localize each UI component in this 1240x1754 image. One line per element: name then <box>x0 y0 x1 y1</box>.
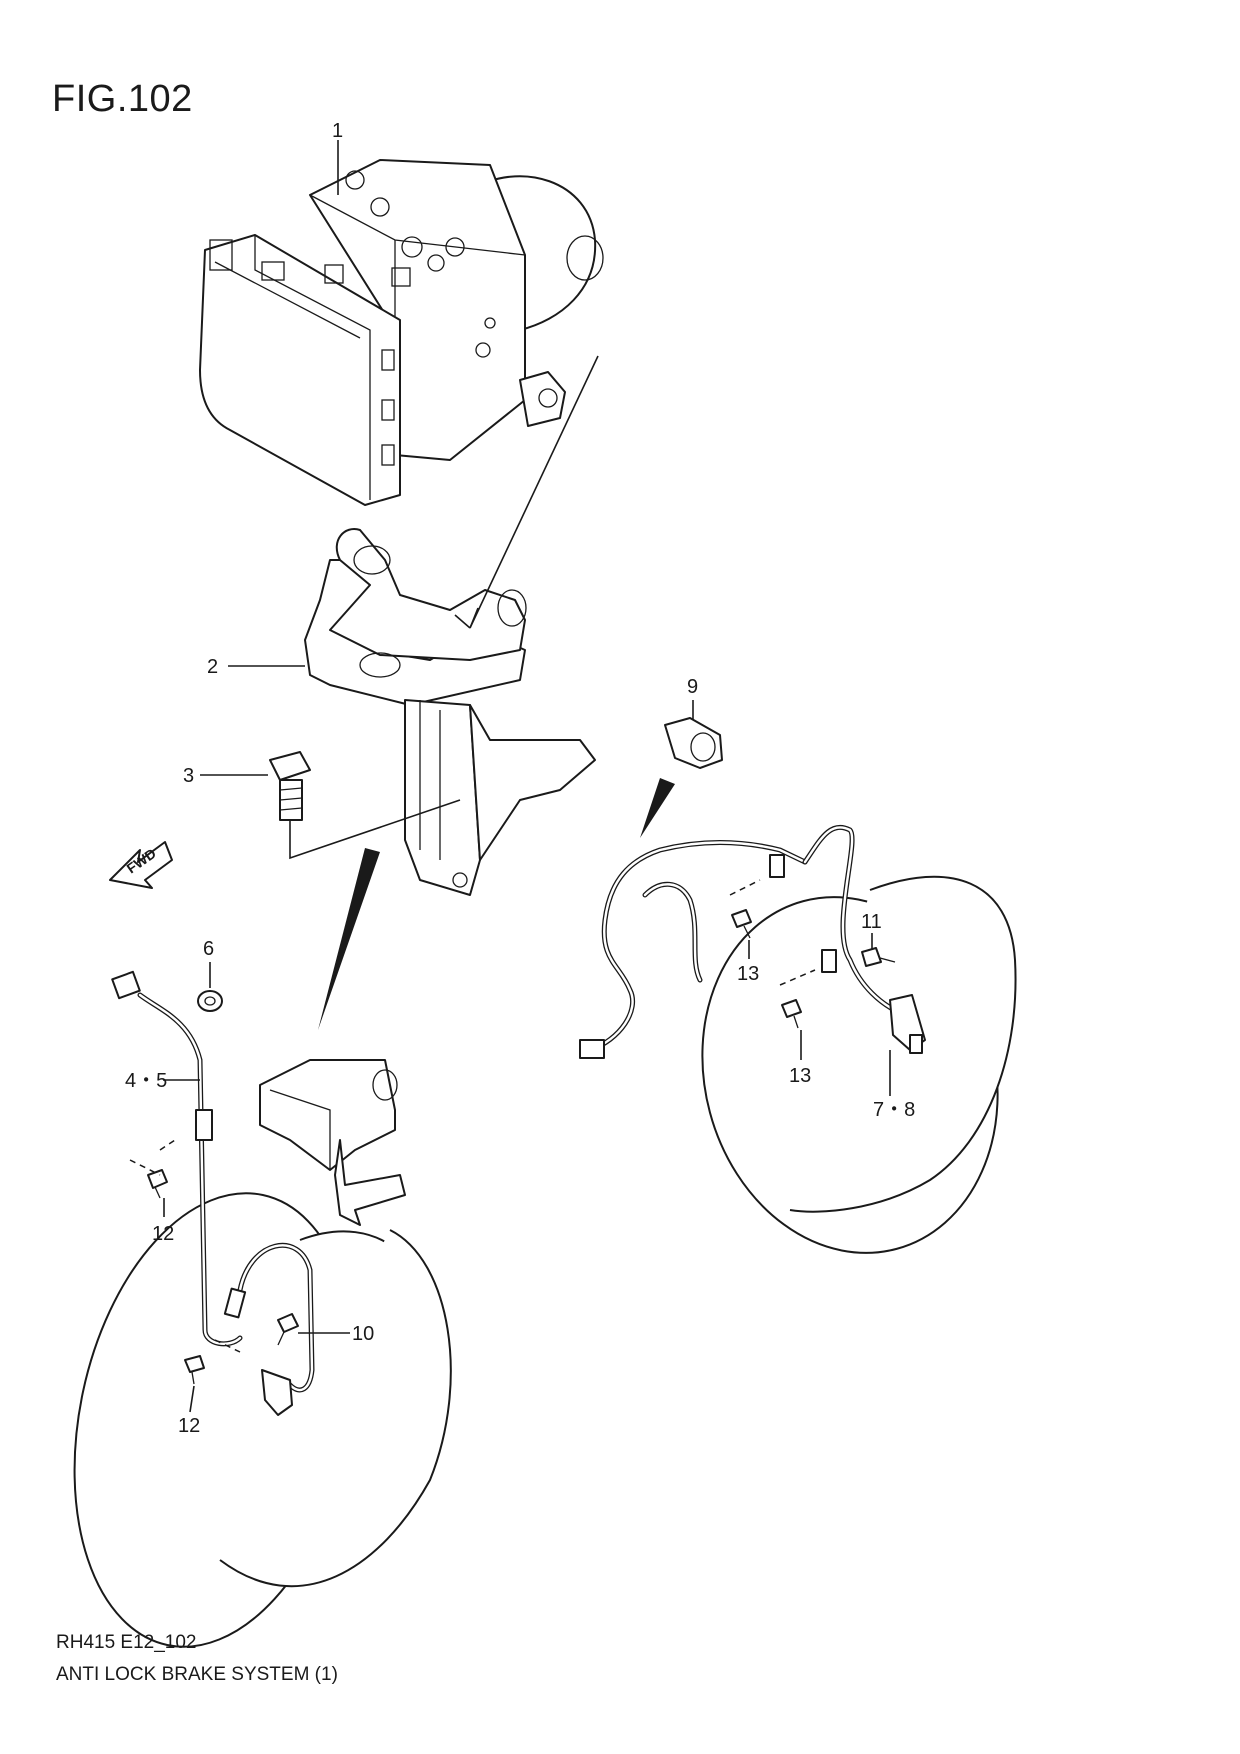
callout-4-5: 4・5 <box>125 1070 167 1092</box>
callout-9: 9 <box>687 676 698 698</box>
bolt-10[interactable] <box>277 1313 299 1346</box>
callout-12-upper: 12 <box>152 1223 174 1245</box>
rear-wheel-sensor-harness[interactable] <box>579 824 926 1059</box>
callout-3: 3 <box>183 765 194 787</box>
pointer-wedge-clamp <box>640 778 675 838</box>
callout-13-upper: 13 <box>737 963 759 985</box>
bolt-12-lower[interactable] <box>184 1355 205 1385</box>
harness-clamp[interactable] <box>664 717 723 769</box>
footer-figure-name: ANTI LOCK BRAKE SYSTEM (1) <box>56 1664 338 1685</box>
front-wheel-sensor-harness[interactable] <box>111 970 315 1416</box>
callout-10: 10 <box>352 1323 374 1345</box>
fwd-arrow-icon: FWD <box>109 841 173 889</box>
callout-13-lower: 13 <box>789 1065 811 1087</box>
bolt-13-lower[interactable] <box>781 999 802 1029</box>
abs-unit-reference-view <box>259 1059 406 1226</box>
callout-12-lower: 12 <box>178 1415 200 1437</box>
callout-6: 6 <box>203 938 214 960</box>
figure-title: FIG.102 <box>52 78 193 120</box>
callout-7-8: 7・8 <box>873 1099 915 1121</box>
abs-bracket[interactable] <box>304 528 596 896</box>
callout-1: 1 <box>332 120 343 142</box>
pointer-wedge <box>318 848 380 1030</box>
bolt-12-upper[interactable] <box>147 1169 168 1199</box>
callout-2: 2 <box>207 656 218 678</box>
bolt-13-upper[interactable] <box>731 909 752 939</box>
bolt[interactable] <box>269 751 311 821</box>
front-wheel-assembly <box>73 1192 452 1648</box>
washer[interactable] <box>197 990 223 1012</box>
abs-hydraulic-unit[interactable] <box>199 159 604 506</box>
rear-wheel-assembly <box>701 875 1017 1254</box>
footer-model-code: RH415 E12_102 <box>56 1632 197 1653</box>
leader-lines <box>163 140 891 1413</box>
callout-11: 11 <box>861 911 882 933</box>
